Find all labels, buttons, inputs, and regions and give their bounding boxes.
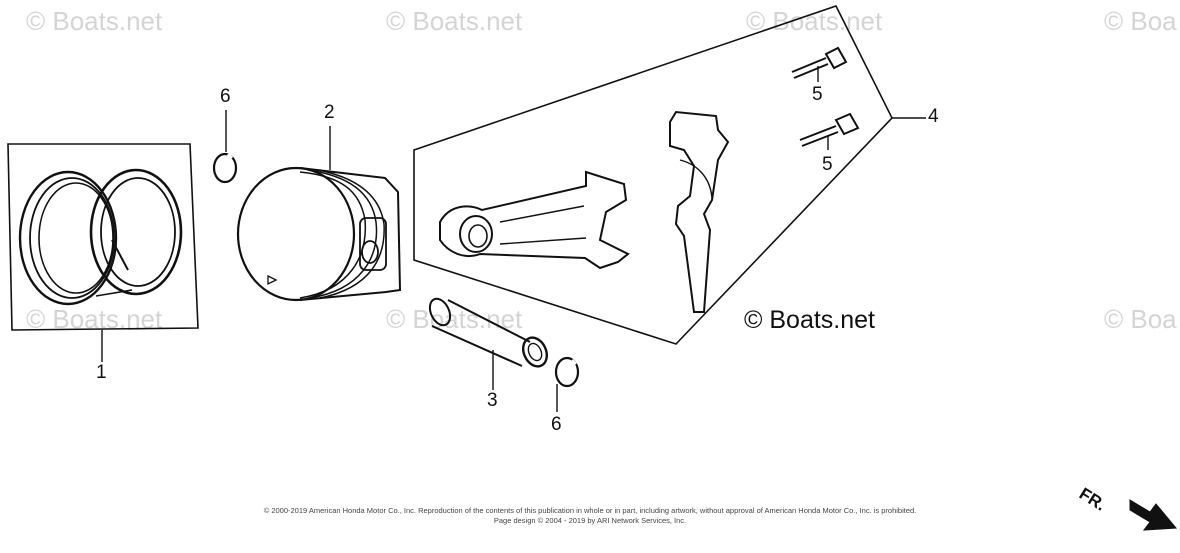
clip-bottom-group[interactable] [554, 356, 580, 388]
rod-cap [669, 110, 730, 313]
callout-1: 1 [96, 362, 107, 383]
watermark-top-1: © Boats.net [26, 6, 163, 36]
piston-crown [236, 166, 356, 302]
bolt-lower-group[interactable] [799, 112, 860, 147]
front-direction-indicator: FR. [1076, 484, 1178, 534]
piston-ring-oil-inner [100, 177, 176, 287]
brand-watermark: © Boats.net [744, 306, 875, 334]
connecting-rod-box [413, 5, 893, 345]
clip-ring-top [212, 152, 238, 184]
callout-6-bottom: 6 [551, 414, 562, 435]
watermark-mid-4: © Boa [1104, 304, 1177, 334]
piston-ring-2 [29, 177, 115, 299]
bolt-top-head [824, 46, 848, 70]
piston-group[interactable] [236, 166, 402, 302]
piston-pin-hole [361, 240, 379, 264]
clip-top-group[interactable] [212, 152, 238, 184]
callout-2: 2 [324, 102, 335, 123]
callout-3: 3 [487, 390, 498, 411]
piston-boss [359, 217, 387, 271]
watermark-top-2: © Boats.net [386, 6, 523, 36]
callout-5-lower: 5 [822, 154, 833, 175]
piston-arrow-mark [267, 274, 278, 286]
piston-ring-oil [89, 168, 183, 296]
rod-small-end [459, 215, 493, 253]
callout-4: 4 [928, 106, 939, 127]
piston-rings-box [7, 143, 199, 331]
piston-ring-3 [38, 182, 114, 294]
clip-ring-bottom [554, 356, 580, 388]
watermark-mid-2: © Boats.net [386, 304, 523, 334]
copyright-line-1: © 2000-2019 American Honda Motor Co., In… [263, 506, 917, 515]
piston-rings-group[interactable] [7, 143, 199, 331]
watermark-top-4: © Boa [1104, 6, 1177, 36]
callout-5-top: 5 [812, 84, 823, 105]
connecting-rod-group[interactable] [413, 5, 893, 345]
piston-pin-end [521, 336, 549, 368]
callout-6-top: 6 [220, 86, 231, 107]
copyright-line-2: Page design © 2004 - 2019 by ARI Network… [493, 516, 687, 525]
piston-pin-group[interactable] [426, 296, 551, 371]
watermark-top-3: © Boats.net [746, 6, 883, 36]
bolt-top-group[interactable] [791, 46, 848, 79]
front-direction-arrow-icon [1129, 499, 1178, 531]
bolt-lower-head [834, 112, 860, 136]
piston-ring-outer [18, 170, 118, 306]
